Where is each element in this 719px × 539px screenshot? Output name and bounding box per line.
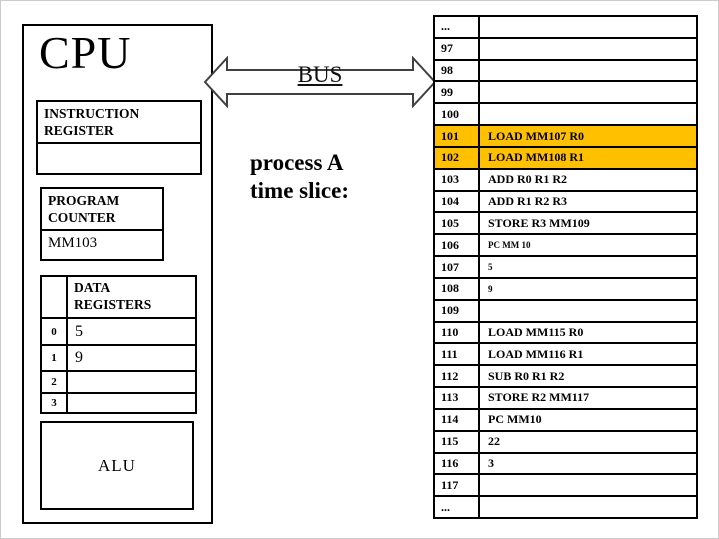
memory-value-cell <box>480 497 696 517</box>
memory-address-cell: 113 <box>435 388 480 408</box>
data-registers-table: DATA REGISTERS 0 5 1 9 2 3 <box>40 275 197 414</box>
memory-row: 101 LOAD MM107 R0 <box>435 126 696 148</box>
instruction-register-label: INSTRUCTION REGISTER <box>38 102 200 144</box>
memory-address-cell: 114 <box>435 409 480 430</box>
memory-row: 115 22 <box>435 431 696 454</box>
process-annotation: process A time slice: <box>250 150 349 204</box>
memory-row: 112 SUB R0 R1 R2 <box>435 366 696 389</box>
data-register-index-cell: 0 <box>42 319 68 346</box>
cpu-box: CPU INSTRUCTION REGISTER PROGRAM COUNTER… <box>22 24 213 524</box>
memory-value-cell: ADD R1 R2 R3 <box>488 194 567 209</box>
memory-value-cell: SUB R0 R1 R2 <box>488 368 565 383</box>
memory-address-cell: 117 <box>435 475 480 496</box>
program-counter-value: MM103 <box>48 235 98 251</box>
memory-value-cell <box>480 39 696 59</box>
memory-address-cell: 101 <box>435 126 480 146</box>
memory-address-cell: 112 <box>435 366 480 387</box>
bus-label: BUS <box>297 62 343 87</box>
memory-value-cell <box>480 475 696 495</box>
memory-value-cell: 9 <box>488 283 493 294</box>
alu-box: ALU <box>40 421 194 510</box>
memory-address-cell: 106 <box>435 235 480 256</box>
memory-row: 114 PC MM10 <box>435 409 696 432</box>
memory-value-cell: 5 <box>488 262 493 273</box>
data-register-value-cell: 5 <box>68 319 195 346</box>
memory-row: ... <box>435 497 696 518</box>
memory-value-cell: ADD R0 R1 R2 <box>488 172 567 187</box>
memory-address-cell: 111 <box>435 344 480 365</box>
program-counter-box: PROGRAM COUNTER MM103 <box>40 187 164 261</box>
memory-row: 100 <box>435 104 696 127</box>
memory-address-cell: 102 <box>435 147 480 168</box>
memory-row: 97 <box>435 38 696 61</box>
memory-value-cell <box>480 61 696 81</box>
memory-value-cell: PC MM10 <box>488 412 542 427</box>
data-register-value-cell <box>68 394 195 412</box>
memory-row: 108 9 <box>435 278 696 301</box>
memory-row: 103 ADD R0 R1 R2 <box>435 169 696 192</box>
data-register-index-cell: 3 <box>42 394 68 412</box>
memory-address-cell: ... <box>435 497 480 518</box>
memory-address-cell: 109 <box>435 300 480 321</box>
alu-label: ALU <box>98 455 136 475</box>
memory-row: 105 STORE R3 MM109 <box>435 213 696 236</box>
data-registers-corner-cell <box>42 277 68 319</box>
memory-value-cell: LOAD MM107 R0 <box>488 128 584 143</box>
memory-row: 111 LOAD MM116 R1 <box>435 344 696 367</box>
memory-address-cell: 103 <box>435 169 480 190</box>
memory-value-cell: STORE R2 MM117 <box>488 390 590 405</box>
memory-value-cell <box>480 104 696 124</box>
memory-address-cell: 110 <box>435 322 480 343</box>
memory-row: 102 LOAD MM108 R1 <box>435 147 696 170</box>
memory-address-cell: 107 <box>435 257 480 277</box>
memory-row: ... <box>435 17 696 39</box>
memory-address-cell: 98 <box>435 60 480 81</box>
memory-address-cell: 97 <box>435 38 480 59</box>
memory-value-cell: LOAD MM108 R1 <box>488 150 584 165</box>
memory-row: 117 <box>435 475 696 498</box>
memory-row: 99 <box>435 82 696 105</box>
memory-row: 109 <box>435 300 696 323</box>
memory-value-cell: PC MM 10 <box>488 240 531 251</box>
data-registers-header: DATA REGISTERS <box>68 277 195 319</box>
cpu-title: CPU <box>39 27 132 78</box>
memory-address-cell: 104 <box>435 191 480 212</box>
data-register-value-cell <box>68 372 195 394</box>
memory-row: 110 LOAD MM115 R0 <box>435 322 696 345</box>
memory-value-cell: LOAD MM115 R0 <box>488 325 584 339</box>
memory-value-cell: LOAD MM116 R1 <box>488 346 584 361</box>
memory-row: 113 STORE R2 MM117 <box>435 388 696 410</box>
data-register-value-cell: 9 <box>68 346 195 372</box>
memory-value-cell: 22 <box>488 434 500 449</box>
memory-address-cell: 99 <box>435 82 480 103</box>
memory-row: 106 PC MM 10 <box>435 235 696 258</box>
memory-address-cell: ... <box>435 17 480 37</box>
memory-row: 116 3 <box>435 453 696 476</box>
memory-value-cell: 3 <box>488 455 494 470</box>
memory-address-cell: 100 <box>435 104 480 125</box>
instruction-register-value <box>38 144 200 173</box>
memory-row: 107 5 <box>435 257 696 279</box>
memory-value-cell: STORE R3 MM109 <box>488 215 590 230</box>
memory-row: 98 <box>435 60 696 83</box>
memory-address-cell: 116 <box>435 453 480 474</box>
memory-value-cell <box>480 301 696 321</box>
memory-value-cell <box>480 17 696 37</box>
data-register-index-cell: 2 <box>42 372 68 394</box>
memory-value-cell <box>480 82 696 102</box>
memory-address-cell: 108 <box>435 278 480 299</box>
program-counter-label: PROGRAM COUNTER <box>42 189 162 231</box>
memory-address-cell: 115 <box>435 431 480 452</box>
memory-table: ... 97 98 99 100 101 LOAD MM107 R0 102 L… <box>433 15 698 519</box>
memory-address-cell: 105 <box>435 213 480 234</box>
instruction-register-box: INSTRUCTION REGISTER <box>36 100 202 175</box>
data-register-index-cell: 1 <box>42 346 68 372</box>
memory-row: 104 ADD R1 R2 R3 <box>435 191 696 214</box>
